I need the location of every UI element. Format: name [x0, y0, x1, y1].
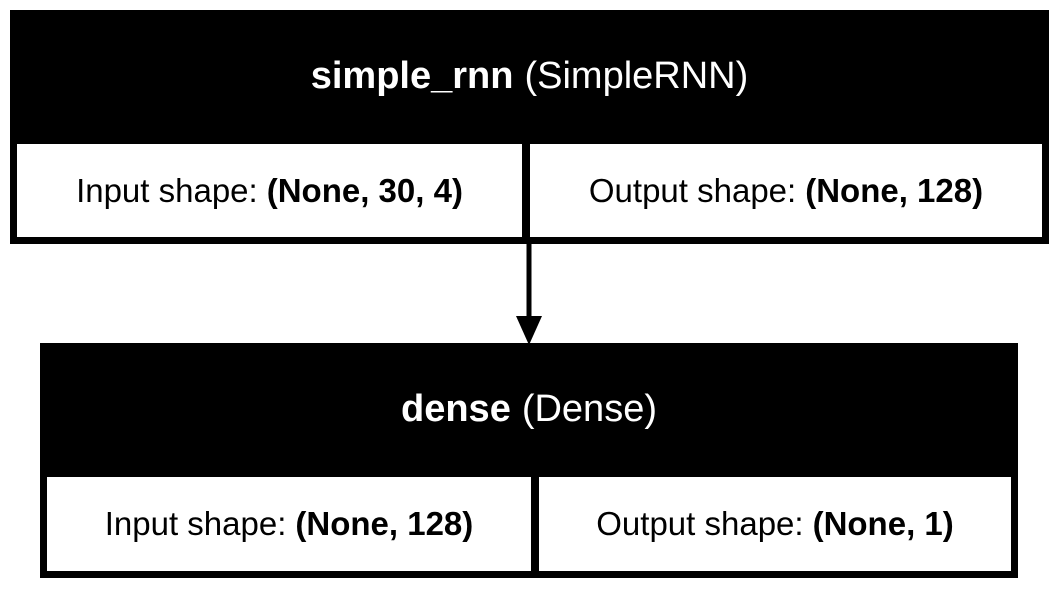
layer-node-simple-rnn: simple_rnn (SimpleRNN) Input shape: (Non…	[10, 10, 1049, 244]
output-shape-cell: Output shape: (None, 1)	[539, 477, 1011, 571]
layer-shapes-row: Input shape: (None, 128) Output shape: (…	[47, 469, 1011, 571]
input-shape-cell: Input shape: (None, 30, 4)	[17, 144, 522, 237]
input-shape-value: (None, 30, 4)	[266, 171, 463, 209]
layer-name: simple_rnn	[310, 55, 514, 97]
output-shape-label: Output shape:	[588, 171, 797, 209]
input-shape-value: (None, 128)	[295, 505, 474, 542]
layer-shapes-row: Input shape: (None, 30, 4) Output shape:…	[17, 136, 1042, 237]
layer-type: (Dense)	[521, 388, 657, 430]
layer-header: dense (Dense)	[47, 350, 1011, 469]
input-shape-label: Input shape:	[104, 505, 287, 542]
input-shape-cell: Input shape: (None, 128)	[47, 477, 531, 571]
layer-node-dense: dense (Dense) Input shape: (None, 128) O…	[40, 343, 1018, 578]
arrow-down-icon	[516, 316, 542, 345]
layer-name: dense	[401, 388, 511, 430]
input-shape-label: Input shape:	[76, 171, 258, 209]
layer-type: (SimpleRNN)	[524, 55, 749, 97]
layer-header: simple_rnn (SimpleRNN)	[17, 17, 1042, 136]
output-shape-value: (None, 1)	[812, 505, 954, 542]
output-shape-cell: Output shape: (None, 128)	[530, 144, 1042, 237]
output-shape-value: (None, 128)	[805, 171, 984, 209]
output-shape-label: Output shape:	[596, 505, 804, 542]
